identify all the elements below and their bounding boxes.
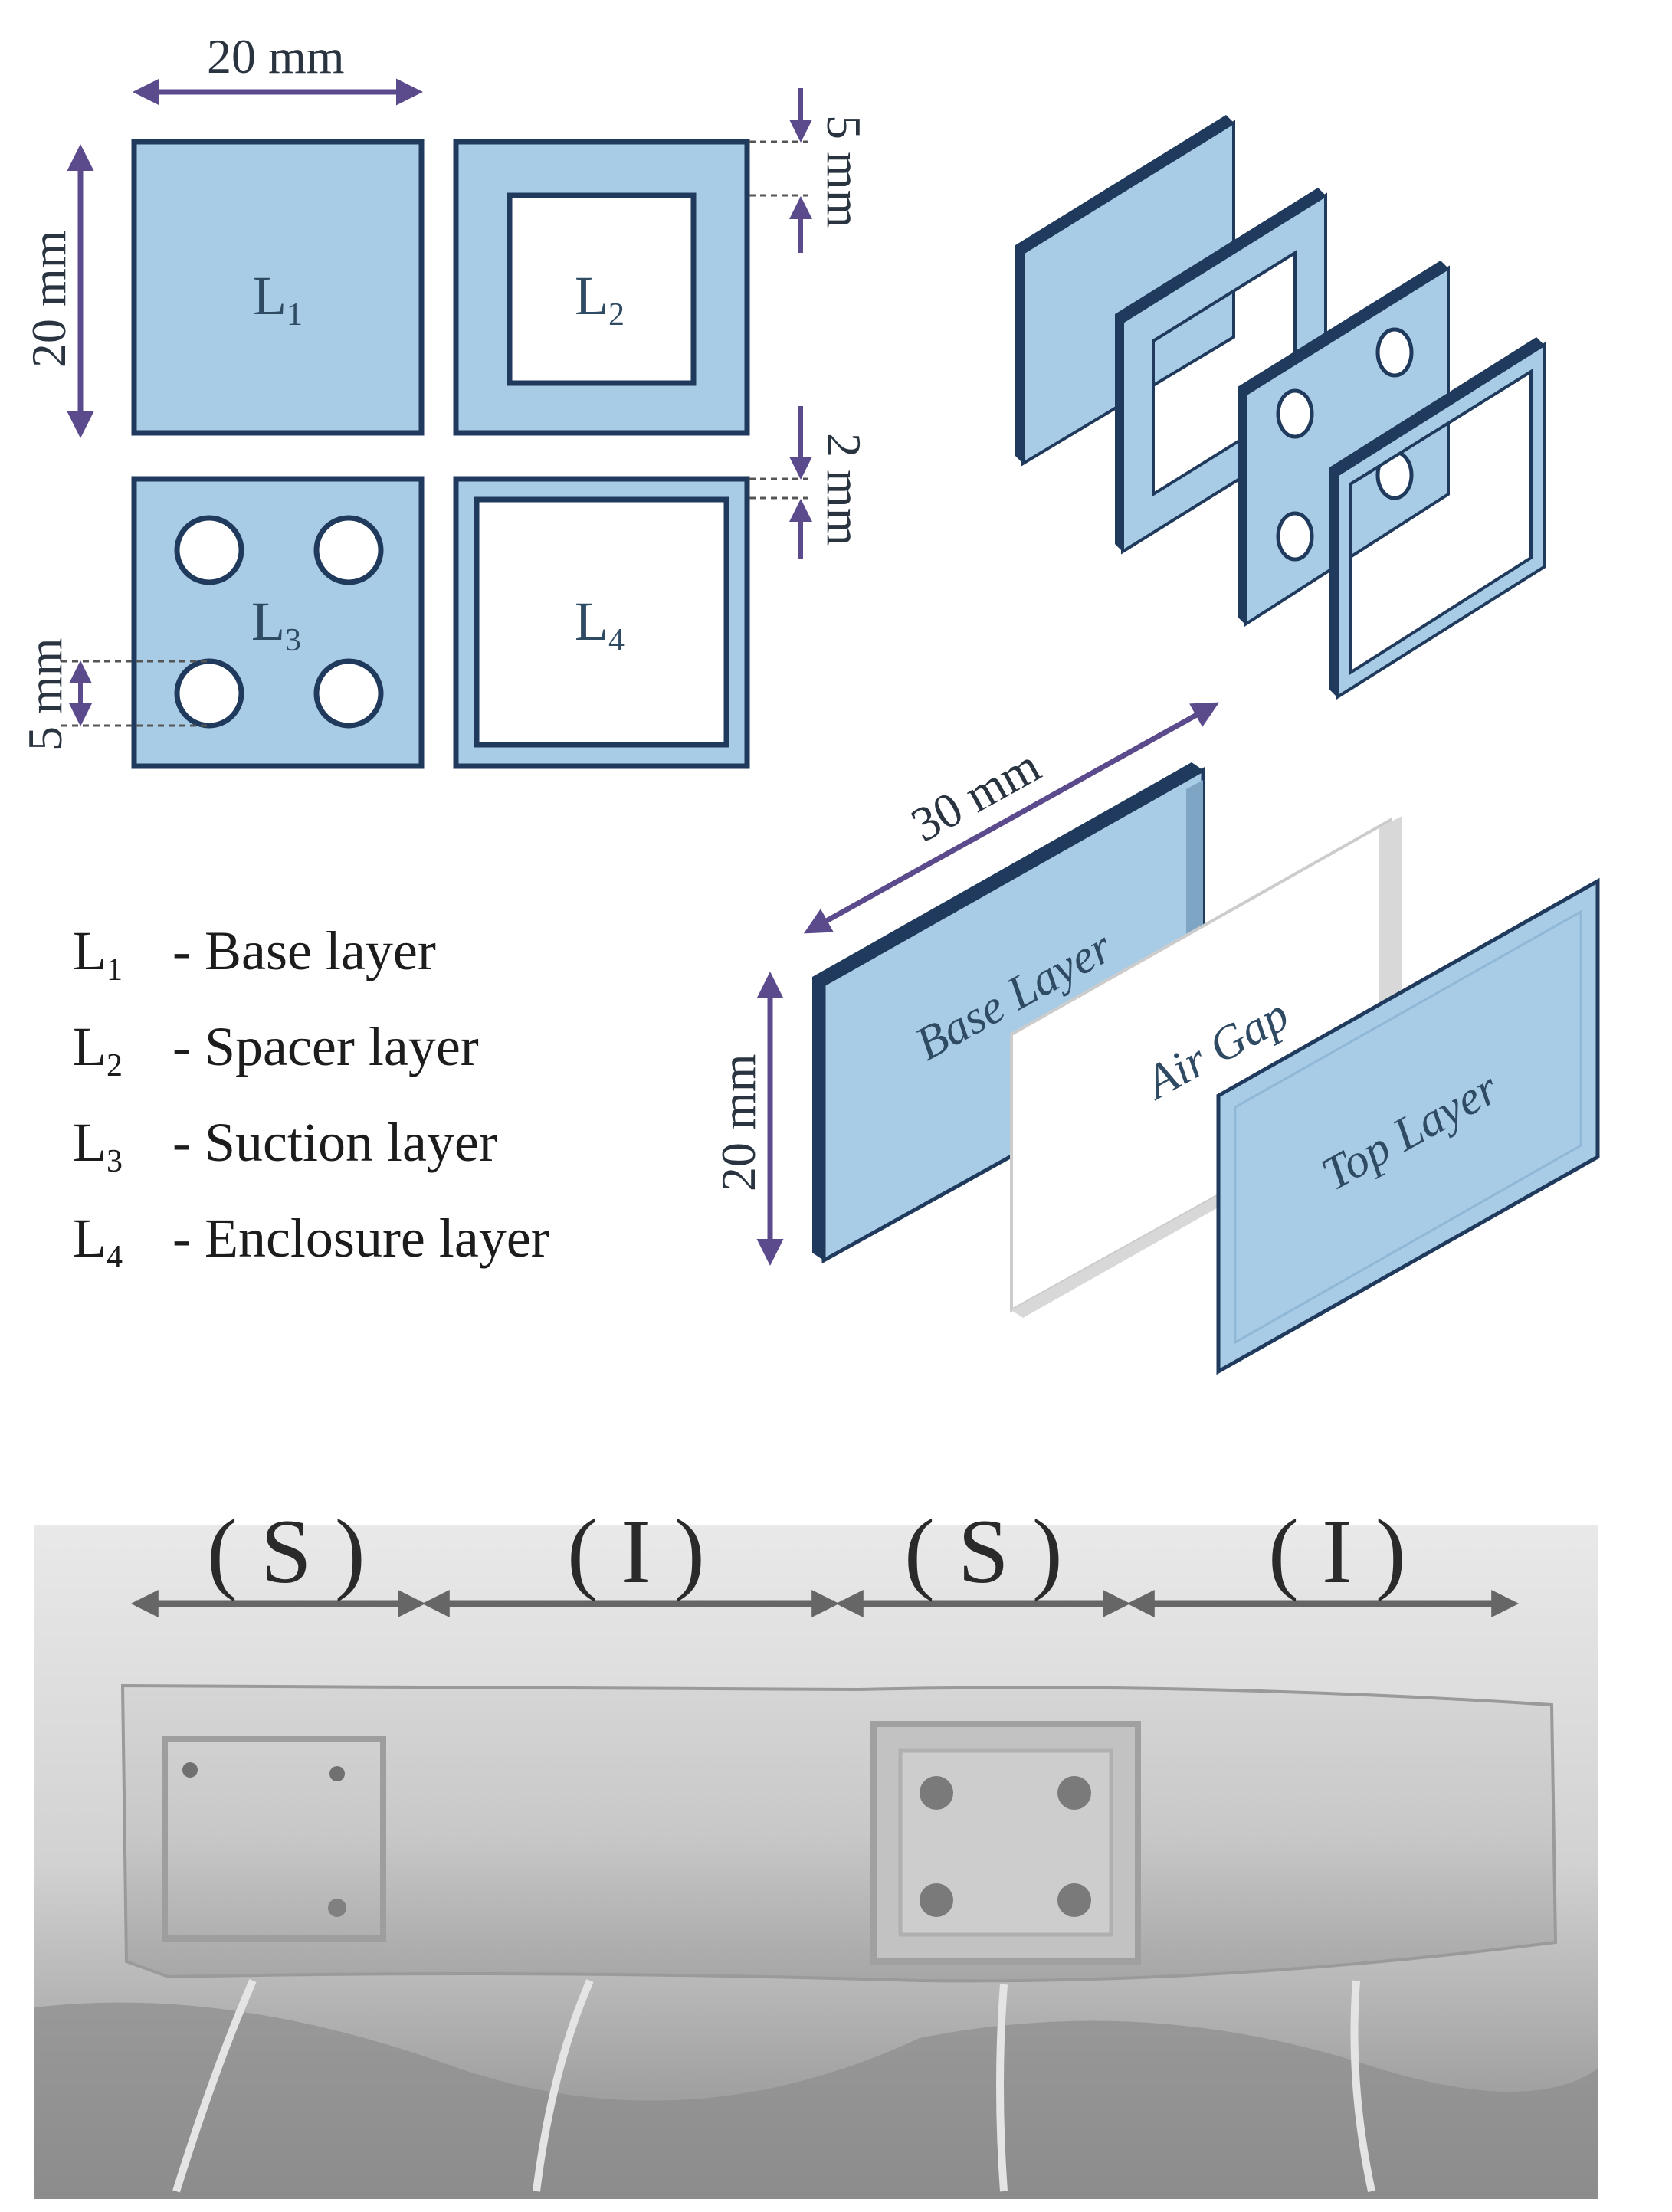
device-strip xyxy=(120,1683,1558,1983)
exploded-hole xyxy=(1375,327,1414,378)
spacer-border-label: 5 mm xyxy=(817,115,871,228)
device-photo: ( S ) ( I ) ( S ) ( I ) xyxy=(34,1500,1598,2199)
photo-shadow xyxy=(34,2002,1598,2199)
photo-hole xyxy=(1057,1776,1091,1810)
layer-l4-opening xyxy=(474,496,729,748)
side-height-label: 20 mm xyxy=(711,1054,766,1191)
photo-hole xyxy=(328,1899,346,1917)
photo-hole xyxy=(920,1883,953,1917)
photo-tube xyxy=(1350,1980,1375,2193)
hole-label: 5 mm xyxy=(18,637,72,751)
exploded-hole xyxy=(1276,511,1314,562)
length-arrow xyxy=(803,702,1220,934)
top-layer-plate xyxy=(1216,877,1600,1375)
segment-label: ( S ) xyxy=(207,1500,366,1602)
layer-l1-square xyxy=(131,139,425,436)
photo-suction-pad-left xyxy=(162,1736,386,1942)
segment-label: ( I ) xyxy=(1268,1500,1406,1602)
top-layer-inner xyxy=(1234,909,1582,1345)
layer-l3-label: L3 xyxy=(251,591,301,658)
suction-hole xyxy=(313,658,384,729)
photo-tube xyxy=(172,1979,257,2193)
segment-label: ( S ) xyxy=(904,1500,1063,1602)
legend-item: L2- Spacer layer xyxy=(73,1016,479,1083)
width-label: 20 mm xyxy=(207,29,345,84)
photo-hole xyxy=(329,1766,345,1781)
legend: L1- Base layer L2- Spacer layer L3- Suct… xyxy=(73,920,549,1275)
exploded-l4-edge xyxy=(1329,337,1544,697)
layer-l2-label: L2 xyxy=(575,265,625,333)
photo-tube xyxy=(996,1984,1008,2192)
photo-hole xyxy=(182,1762,198,1778)
photo-hole xyxy=(1057,1883,1091,1917)
exploded-l1-plate xyxy=(1021,120,1235,467)
photo-hole xyxy=(920,1776,953,1810)
enclosure-border-label: 2 mm xyxy=(817,433,871,546)
layer-l2-opening xyxy=(507,192,697,386)
legend-item: L1- Base layer xyxy=(73,920,436,988)
suction-hole xyxy=(313,515,384,585)
exploded-l4-frame xyxy=(1336,342,1546,700)
height-label: 20 mm xyxy=(21,230,76,368)
exploded-view xyxy=(1015,115,1546,700)
layer-l4-label: L4 xyxy=(575,591,625,658)
layer-l1-label: L1 xyxy=(253,265,303,333)
exploded-hole xyxy=(1276,388,1314,439)
exploded-l1-edge xyxy=(1015,115,1234,464)
segment-label: ( I ) xyxy=(567,1500,705,1602)
legend-item: L4- Enclosure layer xyxy=(73,1208,549,1275)
suction-hole xyxy=(174,515,244,585)
suction-hole xyxy=(174,658,244,729)
photo-tube xyxy=(533,1979,594,2192)
legend-item: L3- Suction layer xyxy=(73,1112,497,1179)
